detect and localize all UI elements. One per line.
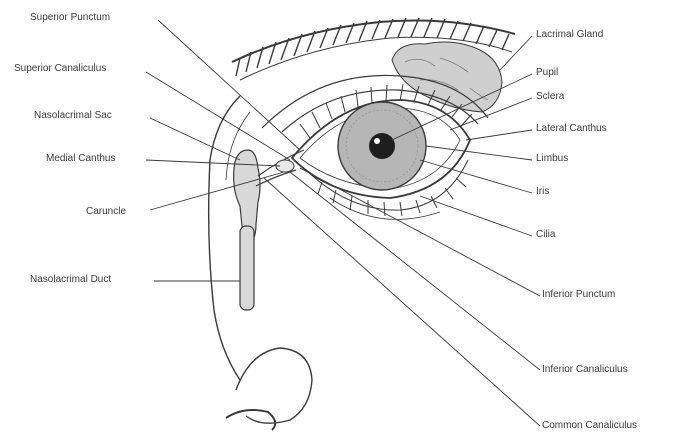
- label-superior-punctum: Superior Punctum: [30, 12, 110, 24]
- label-nasolacrimal-duct: Nasolacrimal Duct: [30, 274, 111, 286]
- label-lateral-canthus: Lateral Canthus: [536, 123, 607, 135]
- label-medial-canthus: Medial Canthus: [46, 153, 115, 165]
- label-pupil: Pupil: [536, 67, 558, 79]
- label-sclera: Sclera: [536, 91, 564, 103]
- label-inferior-punctum: Inferior Punctum: [542, 289, 615, 301]
- label-iris: Iris: [536, 186, 549, 198]
- label-nasolacrimal-sac: Nasolacrimal Sac: [34, 110, 112, 122]
- label-inferior-canaliculus: Inferior Canaliculus: [542, 364, 628, 376]
- label-lacrimal-gland: Lacrimal Gland: [536, 29, 603, 41]
- label-caruncle: Caruncle: [86, 206, 126, 218]
- lacrimal-drainage: [234, 150, 304, 310]
- label-common-canaliculus: Common Canaliculus: [542, 420, 637, 432]
- iris-and-pupil: [338, 102, 426, 190]
- label-limbus: Limbus: [536, 153, 568, 165]
- label-cilia: Cilia: [536, 229, 555, 241]
- label-superior-canaliculus: Superior Canaliculus: [14, 63, 106, 75]
- face-outline: [209, 96, 312, 430]
